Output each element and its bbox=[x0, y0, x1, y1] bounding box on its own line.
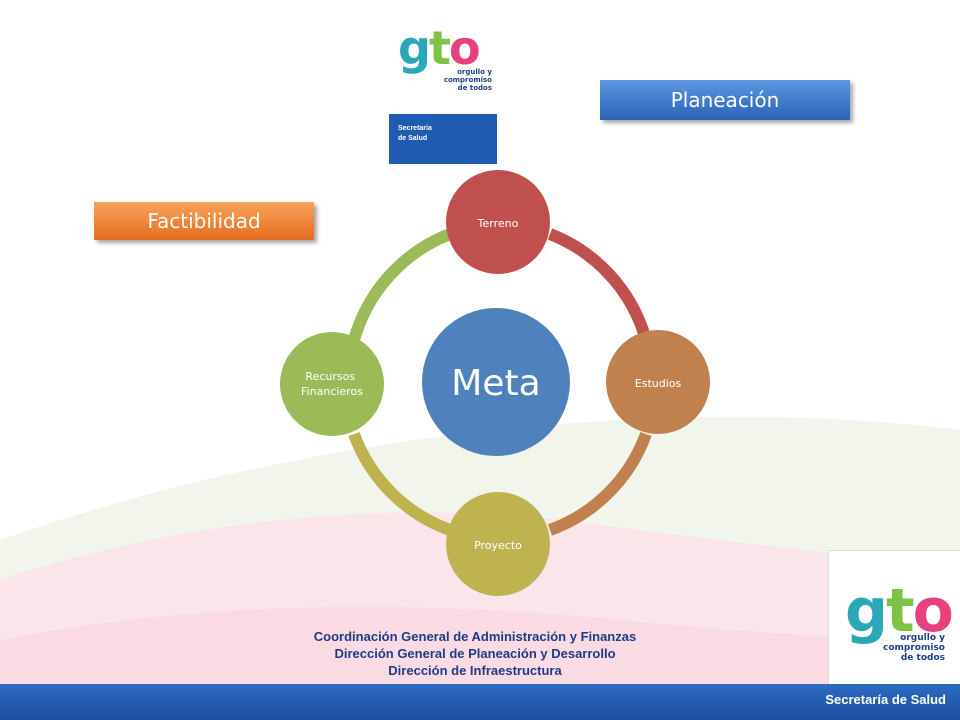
footer-line-direccion-general: Dirección General de Planeación y Desarr… bbox=[334, 646, 616, 661]
gto-corner-wordmark: gto bbox=[845, 576, 954, 646]
arc-estudios-proyecto bbox=[547, 431, 652, 536]
node-terreno bbox=[446, 170, 550, 274]
secretaria-badge-text: Secretaría de Salud bbox=[398, 125, 432, 142]
bottom-bar: Secretaría de Salud bbox=[0, 684, 960, 720]
secretaria-badge: Secretaría de Salud bbox=[389, 114, 497, 164]
gto-logo-tagline: orgullo y compromiso de todos bbox=[443, 68, 492, 92]
planeacion-label: Planeación bbox=[600, 80, 850, 120]
node-estudios-label: Estudios bbox=[635, 377, 682, 390]
gto-corner-tagline: orgullo y compromiso de todos bbox=[883, 633, 945, 663]
gto-logo-wordmark: gto bbox=[398, 21, 481, 75]
arc-proyecto-recursos bbox=[348, 431, 453, 536]
cycle-diagram: Meta Terreno Estudios Proyecto Recursos … bbox=[280, 170, 710, 596]
arc-recursos-terreno bbox=[348, 228, 453, 342]
bottom-bar-label: Secretaría de Salud bbox=[825, 692, 946, 707]
node-proyecto bbox=[446, 492, 550, 596]
node-terreno-label: Terreno bbox=[477, 217, 519, 230]
node-recursos-financieros bbox=[280, 332, 384, 436]
arc-terreno-estudios bbox=[547, 228, 652, 342]
node-estudios bbox=[606, 330, 710, 434]
footer-line-coordinacion: Coordinación General de Administración y… bbox=[313, 629, 637, 644]
node-recursos-financieros-label: Recursos Financieros bbox=[301, 370, 363, 398]
node-proyecto-label: Proyecto bbox=[474, 539, 522, 552]
footer-credits: Coordinación General de Administración y… bbox=[255, 628, 695, 679]
gto-logo: gto orgullo y compromiso de todos bbox=[398, 22, 498, 100]
gto-corner-logo: gto orgullo y compromiso de todos bbox=[828, 550, 960, 685]
footer-line-direccion-infraestructura: Dirección de Infraestructura bbox=[388, 663, 562, 678]
center-circle bbox=[422, 308, 570, 456]
factibilidad-label: Factibilidad bbox=[94, 202, 314, 240]
center-label: Meta bbox=[451, 363, 540, 404]
